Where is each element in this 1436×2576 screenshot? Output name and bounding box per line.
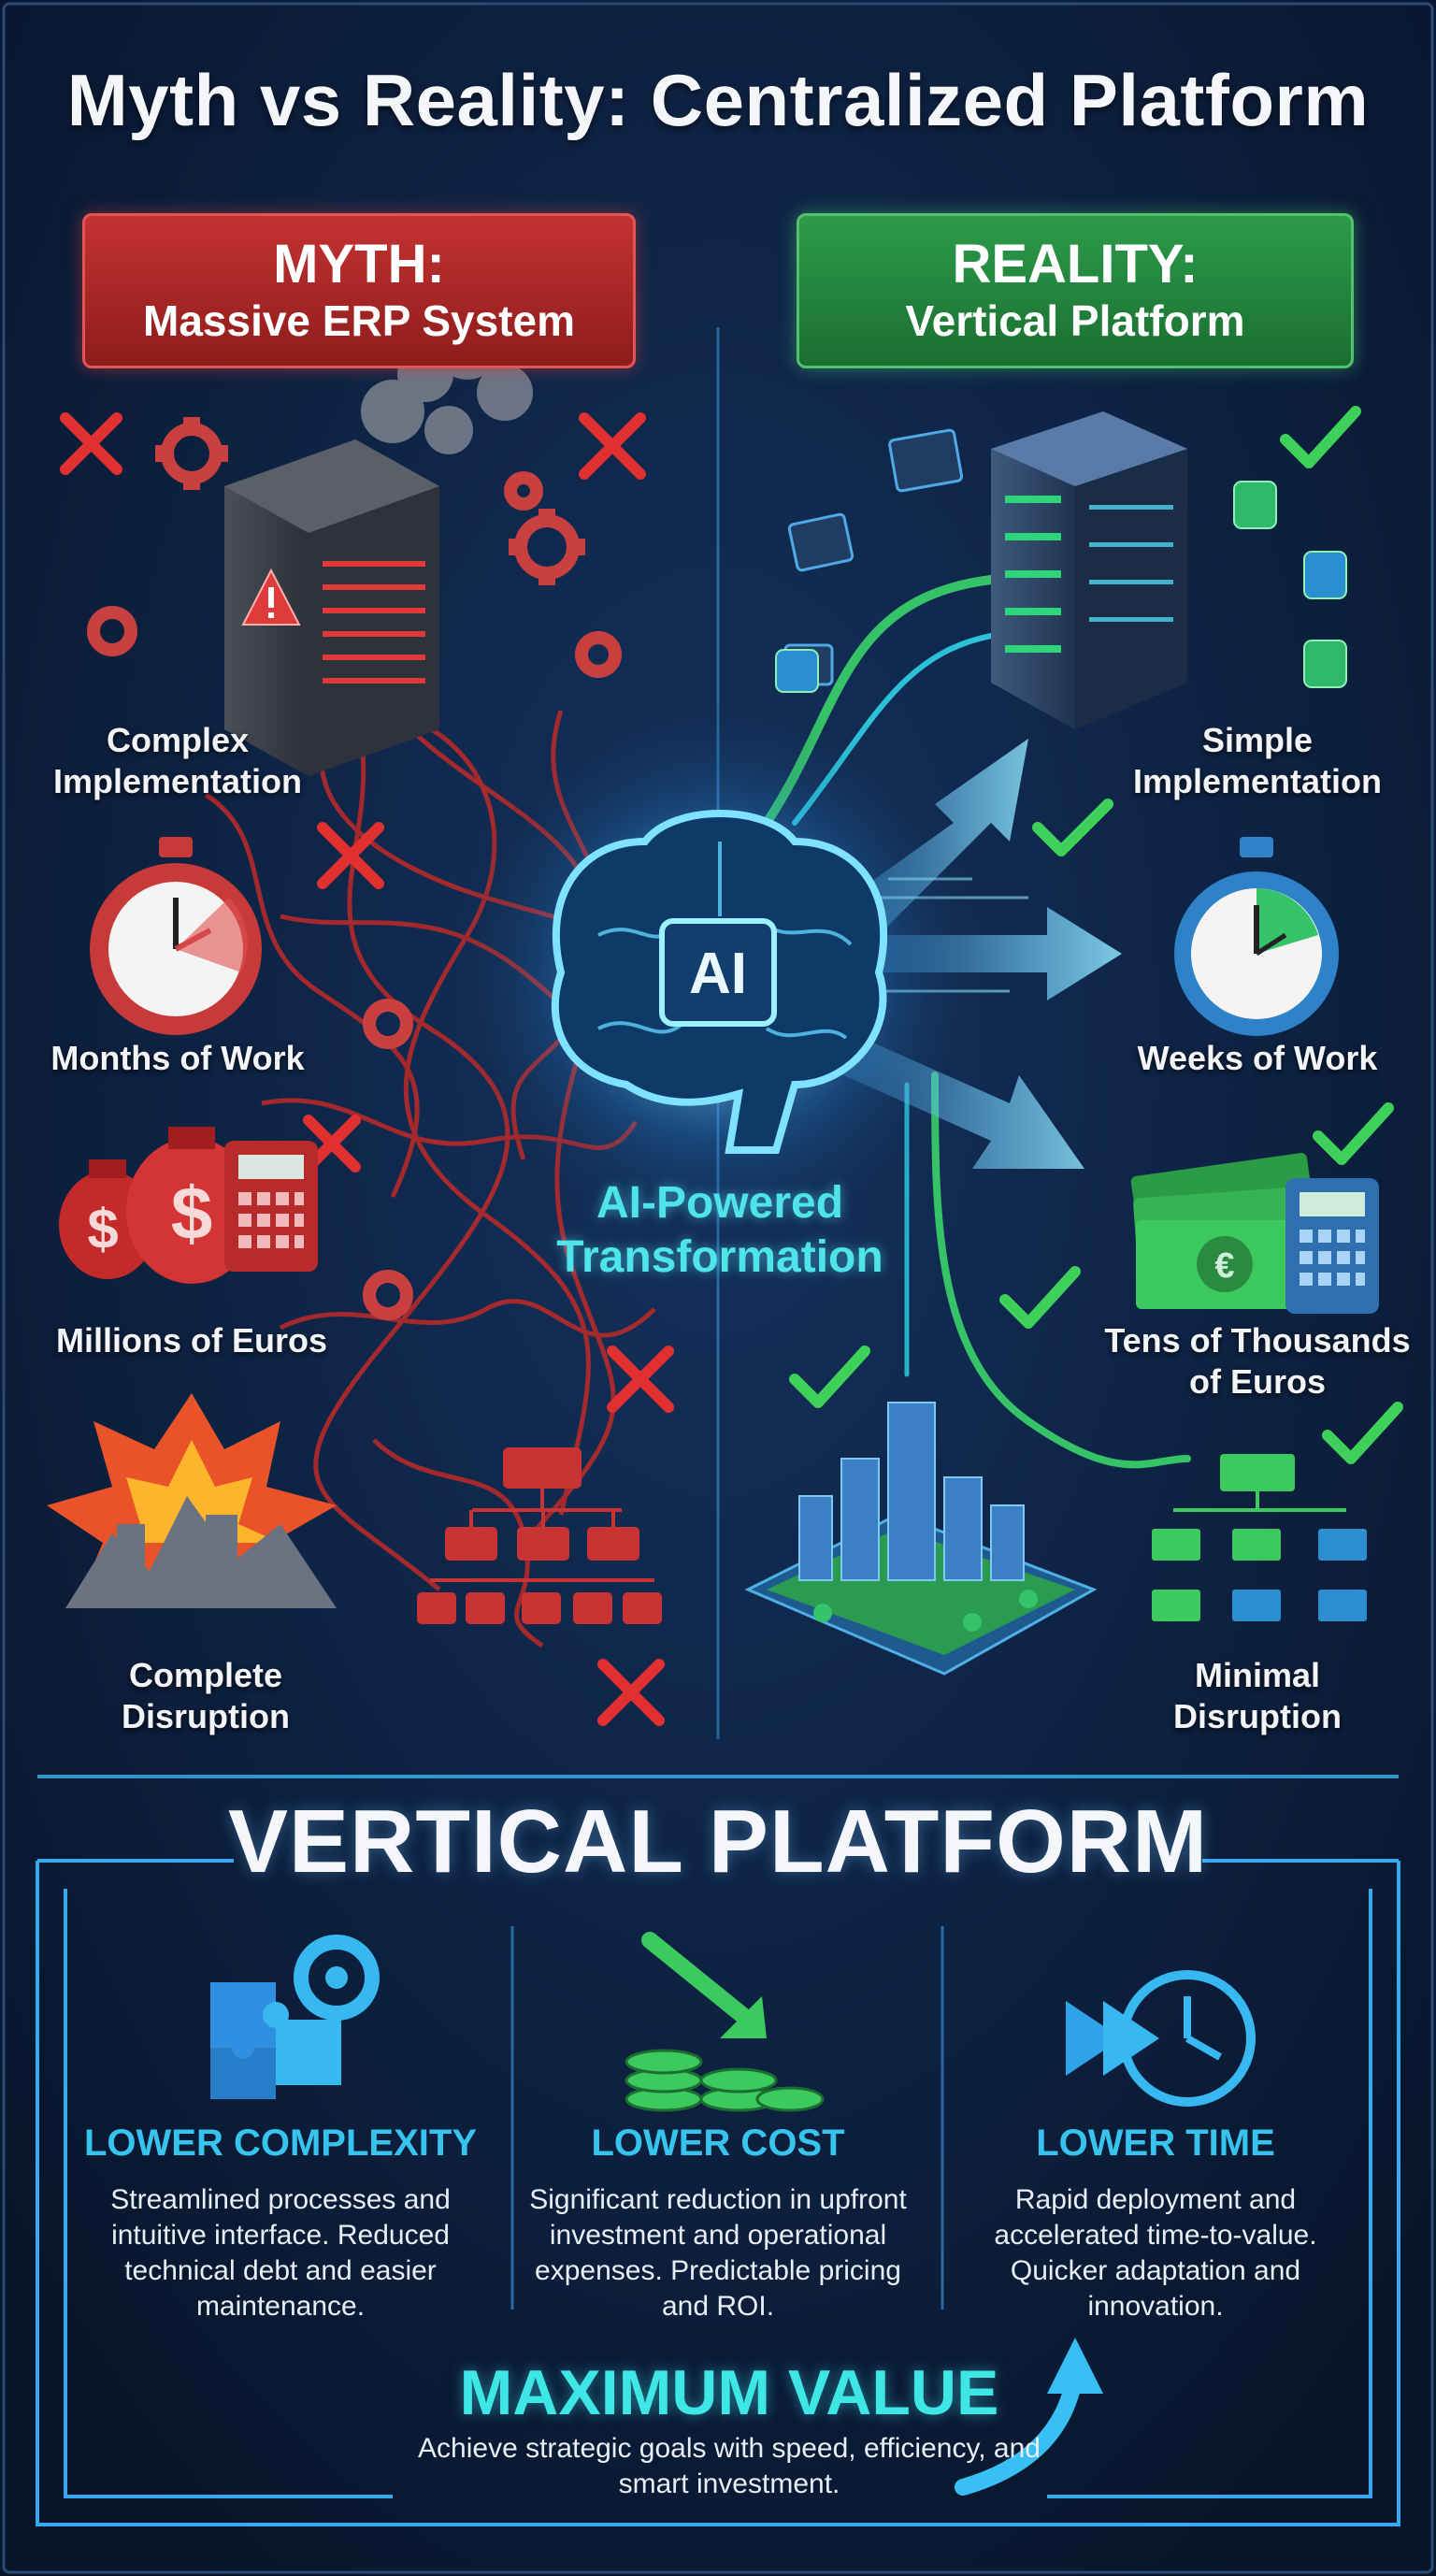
explosion-icon	[47, 1393, 337, 1608]
column-text-time: Rapid deployment and accelerated time-to…	[994, 2184, 1317, 2322]
ai-chip-label: AI	[689, 942, 747, 1006]
ai-caption: AI-Powered Transformation	[556, 1178, 883, 1282]
x-icon	[597, 1659, 665, 1726]
puzzle-gear-icon	[210, 1935, 380, 2099]
platform-frame	[36, 1859, 1400, 2526]
org-chart-green-icon	[1152, 1454, 1367, 1621]
x-icon	[607, 1346, 674, 1413]
fast-forward-clock-icon	[1066, 1970, 1256, 2107]
myth-label-cost: Millions of Euros	[55, 1321, 327, 1360]
reality-label-cost: Tens of Thousands of Euros	[1104, 1321, 1411, 1401]
myth-label-disruption: Complete Disruption	[122, 1656, 290, 1735]
ai-brain-icon: AI	[551, 810, 888, 1154]
x-icon	[579, 412, 646, 480]
check-icon	[1322, 1402, 1403, 1464]
cash-stack-icon: €	[1130, 1153, 1319, 1309]
maximum-value-title: MAXIMUM VALUE	[459, 2357, 999, 2428]
reality-label-implementation: Simple Implementation	[1132, 721, 1383, 800]
stopwatch-red-icon	[90, 837, 262, 1035]
maximum-value-text: Achieve strategic goals with speed, effi…	[418, 2433, 1041, 2499]
calculator-blue-icon	[1285, 1178, 1379, 1314]
x-icon	[60, 412, 122, 475]
myth-label-implementation: Complex Implementation	[52, 721, 303, 800]
svg-text:$: $	[171, 1172, 213, 1255]
x-icon	[317, 822, 384, 889]
reality-banner: REALITY: Vertical Platform	[797, 213, 1354, 368]
svg-text:€: €	[1214, 1246, 1234, 1286]
reality-label-time: Weeks of Work	[1137, 1039, 1378, 1077]
check-icon	[1313, 1102, 1394, 1165]
coins-down-arrow-icon	[625, 1932, 825, 2112]
check-icon	[999, 1266, 1081, 1329]
org-chart-red-icon	[417, 1447, 662, 1624]
database-icons	[775, 481, 1347, 693]
myth-label-time: Months of Work	[50, 1039, 305, 1077]
up-arrow-icon	[955, 2338, 1103, 2496]
reality-label-disruption: Minimal Disruption	[1173, 1656, 1342, 1735]
calculator-red-icon	[224, 1141, 318, 1272]
broken-server-icon	[224, 439, 439, 776]
check-icon	[1032, 799, 1113, 856]
green-check-icons	[789, 406, 1403, 1464]
page-title: Myth vs Reality: Centralized Platform	[66, 59, 1370, 141]
myth-banner: MYTH: Massive ERP System	[82, 213, 636, 368]
myth-heading: MYTH:	[273, 234, 445, 295]
city-icon	[744, 1402, 1098, 1676]
column-text-cost: Significant reduction in upfront investm…	[529, 2184, 907, 2322]
svg-text:$: $	[87, 1198, 118, 1260]
stopwatch-blue-icon	[1174, 837, 1339, 1036]
reality-subheading: Vertical Platform	[905, 296, 1245, 345]
column-heading-time: LOWER TIME	[1036, 2123, 1275, 2164]
reality-heading: REALITY:	[952, 234, 1199, 295]
check-icon	[789, 1346, 870, 1408]
server-rack-icon	[991, 411, 1187, 729]
column-heading-complexity: LOWER COMPLEXITY	[84, 2123, 477, 2164]
check-icon	[1280, 406, 1361, 468]
myth-subheading: Massive ERP System	[143, 296, 575, 345]
platform-title: VERTICAL PLATFORM	[227, 1792, 1209, 1892]
column-text-complexity: Streamlined processes and intuitive inte…	[110, 2184, 451, 2322]
column-heading-cost: LOWER COST	[591, 2123, 845, 2164]
